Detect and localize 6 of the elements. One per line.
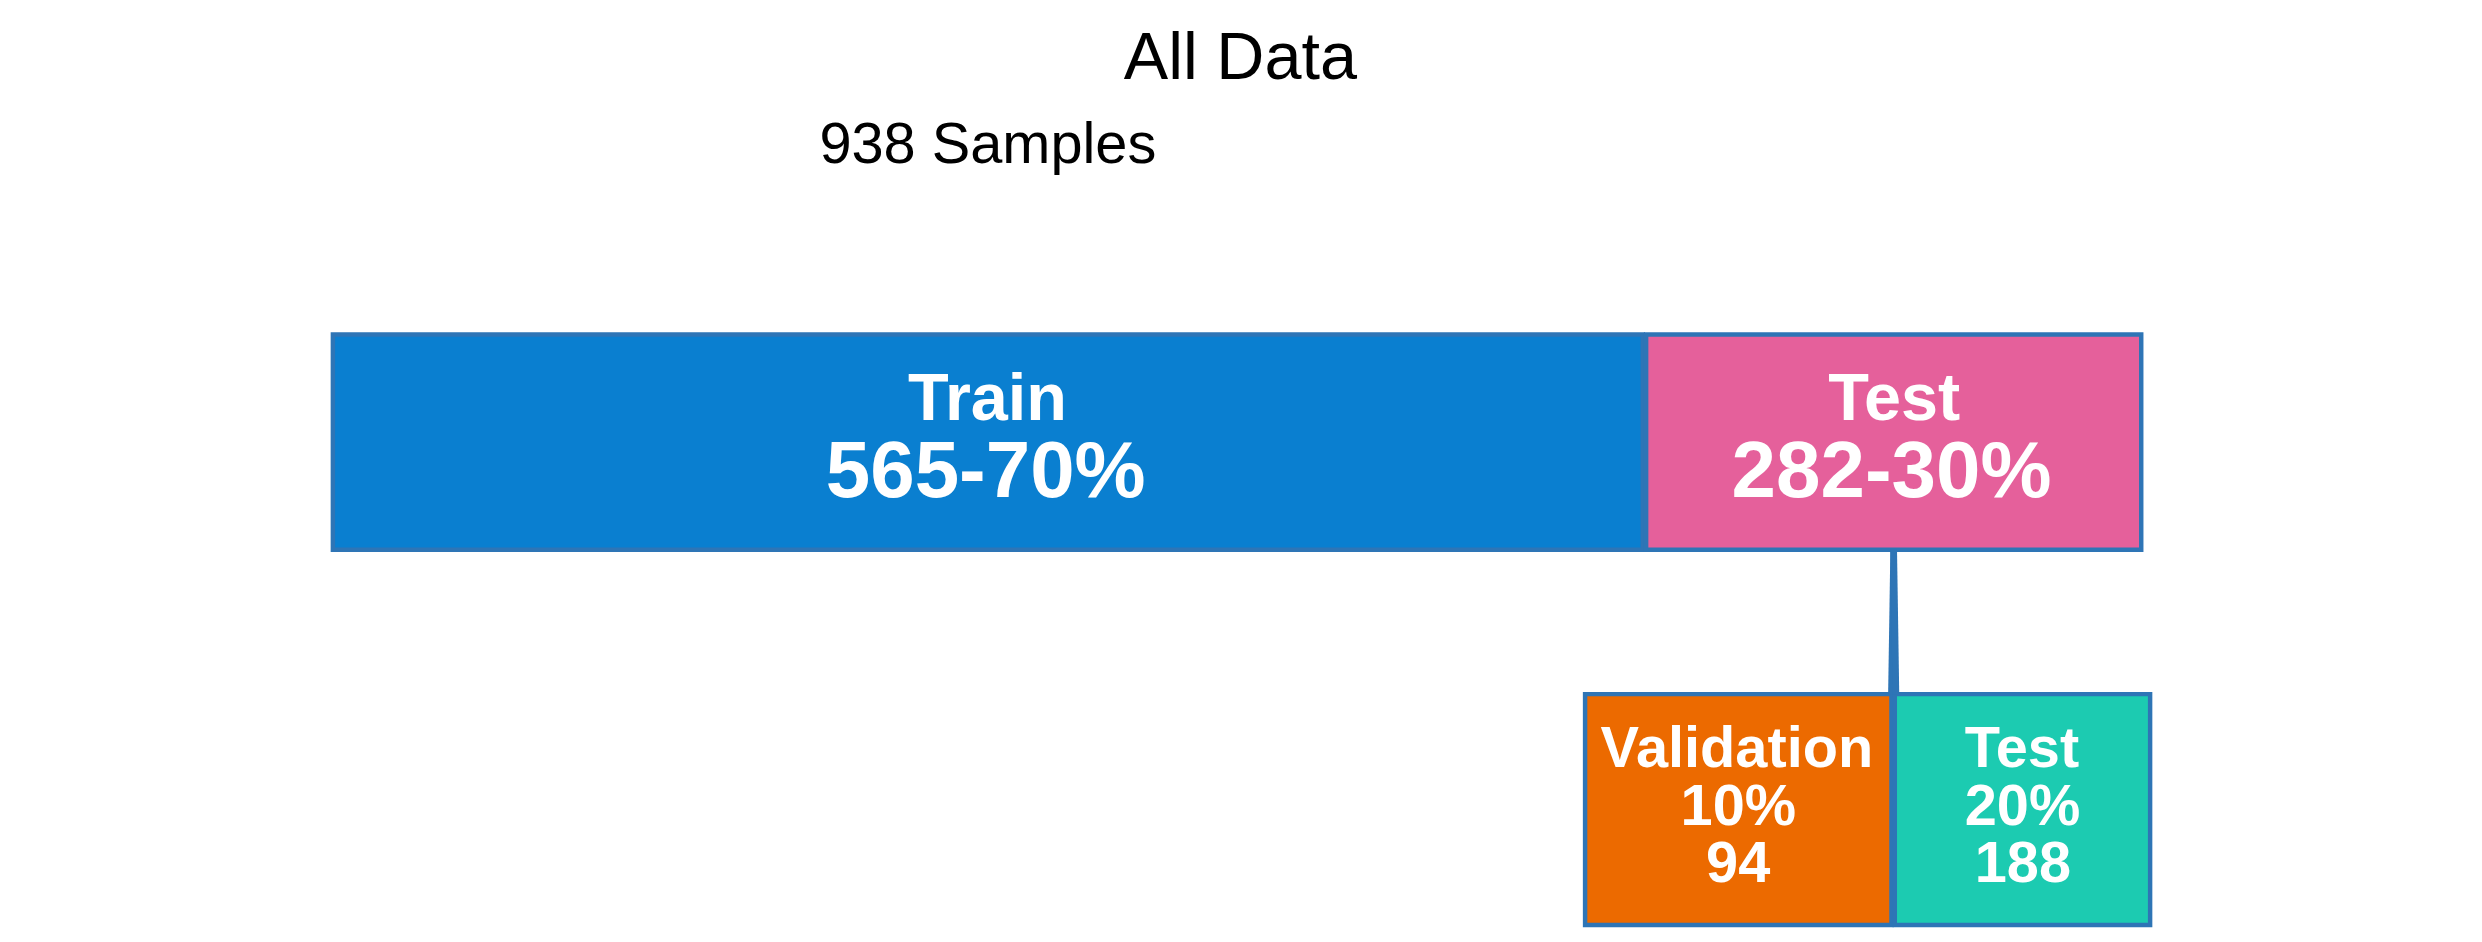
node-box: Train 565-70% bbox=[330, 332, 1645, 553]
node-box: Test 20% 188 bbox=[1892, 691, 2152, 928]
diagram-title: All Data bbox=[1123, 19, 1357, 94]
node-box: Validation 10% 94 bbox=[1582, 691, 1894, 928]
node-box: Test 282-30% bbox=[1643, 332, 2143, 553]
label: 938 Samples bbox=[818, 111, 1156, 176]
